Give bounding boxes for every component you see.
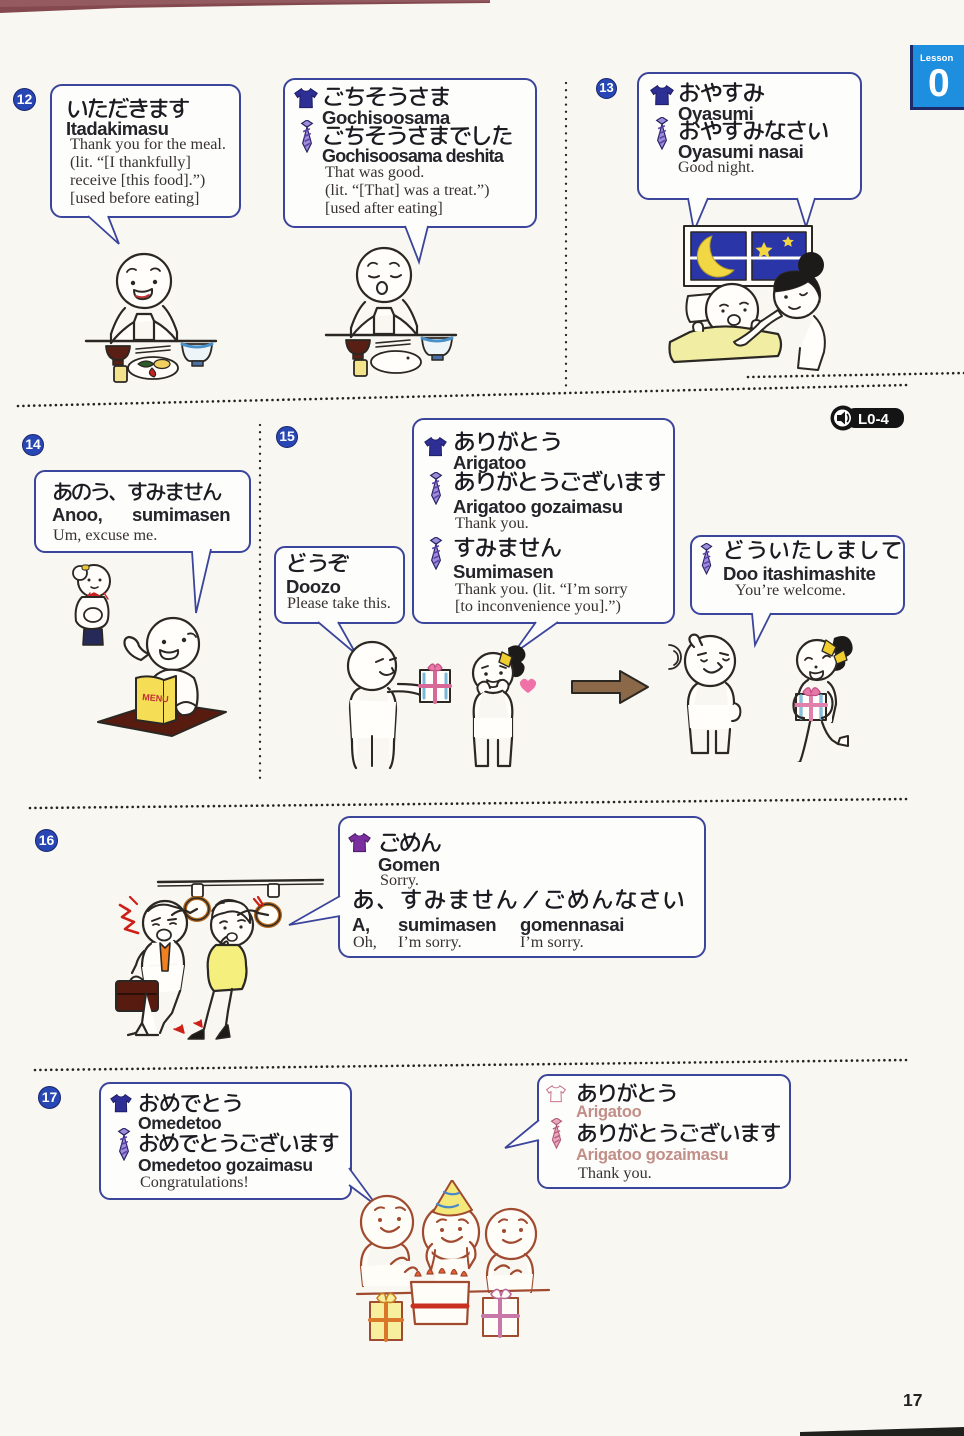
svg-text:L0-4: L0-4 — [858, 411, 890, 428]
svg-text:MENU: MENU — [142, 692, 169, 704]
